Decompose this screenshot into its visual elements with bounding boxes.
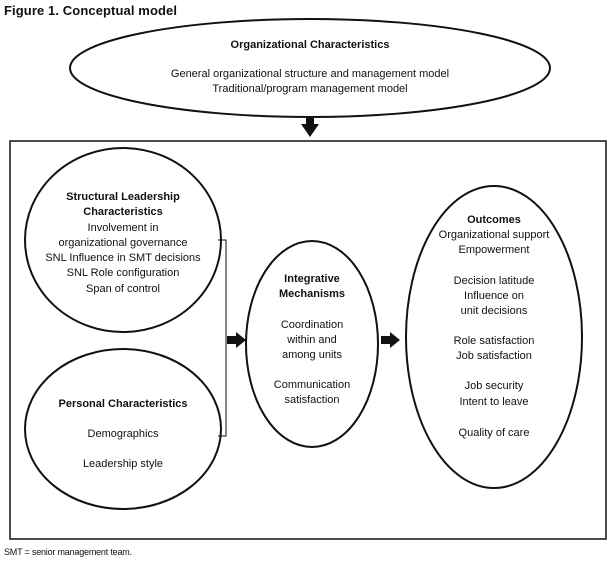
structural-leadership-line: Span of control bbox=[86, 283, 160, 295]
down-arrow-head bbox=[301, 124, 319, 137]
personal-characteristics-ellipse bbox=[24, 348, 222, 510]
outcomes-line: Intent to leave bbox=[459, 396, 528, 408]
personal-characteristics-title: Personal Characteristics bbox=[58, 398, 187, 410]
left-bracket bbox=[218, 239, 227, 437]
integrative-mechanisms-ellipse bbox=[245, 240, 379, 448]
structural-leadership-line: Involvement in bbox=[88, 222, 159, 234]
main-frame bbox=[9, 140, 607, 540]
integrative-mechanisms-title: Mechanisms bbox=[279, 288, 345, 300]
structural-leadership-line: SNL Influence in SMT decisions bbox=[45, 252, 201, 264]
integrative-mechanisms-line: Communication bbox=[274, 379, 350, 391]
arrow-to-outcomes-head bbox=[390, 332, 400, 348]
arrow-to-integrative-head bbox=[236, 332, 246, 348]
outcomes-line: Job security bbox=[465, 380, 524, 392]
structural-leadership-title: Structural Leadership bbox=[66, 191, 180, 203]
organizational-characteristics-line: General organizational structure and man… bbox=[171, 68, 449, 80]
outcomes-line: Decision latitude bbox=[454, 275, 535, 287]
integrative-mechanisms-line: satisfaction bbox=[284, 394, 339, 406]
personal-characteristics-line: Demographics bbox=[88, 428, 159, 440]
footnote: SMT = senior management team. bbox=[4, 547, 132, 557]
structural-leadership-line: SNL Role configuration bbox=[67, 267, 180, 279]
outcomes-line: Quality of care bbox=[459, 427, 530, 439]
outcomes-line: Organizational support bbox=[439, 229, 550, 241]
arrow-to-outcomes-shaft bbox=[381, 336, 391, 344]
personal-characteristics-line: Leadership style bbox=[83, 458, 163, 470]
arrow-to-integrative-shaft bbox=[227, 336, 237, 344]
integrative-mechanisms-line: Coordination bbox=[281, 319, 343, 331]
integrative-mechanisms-title: Integrative bbox=[284, 273, 340, 285]
integrative-mechanisms-line: among units bbox=[282, 349, 342, 361]
outcomes-line: Role satisfaction bbox=[454, 335, 535, 347]
outcomes-title: Outcomes bbox=[467, 214, 521, 226]
outcomes-line: Influence on bbox=[464, 290, 524, 302]
outcomes-line: Job satisfaction bbox=[456, 350, 532, 362]
organizational-characteristics-title: Organizational Characteristics bbox=[231, 39, 390, 51]
figure-title: Figure 1. Conceptual model bbox=[4, 3, 178, 18]
outcomes-ellipse bbox=[405, 185, 583, 489]
organizational-characteristics-line: Traditional/program management model bbox=[212, 83, 407, 95]
structural-leadership-title: Characteristics bbox=[83, 206, 163, 218]
integrative-mechanisms-line: within and bbox=[286, 334, 337, 346]
structural-leadership-line: organizational governance bbox=[58, 237, 187, 249]
down-arrow-shaft bbox=[306, 117, 314, 125]
outcomes-line: unit decisions bbox=[461, 305, 528, 317]
outcomes-line: Empowerment bbox=[459, 244, 530, 256]
